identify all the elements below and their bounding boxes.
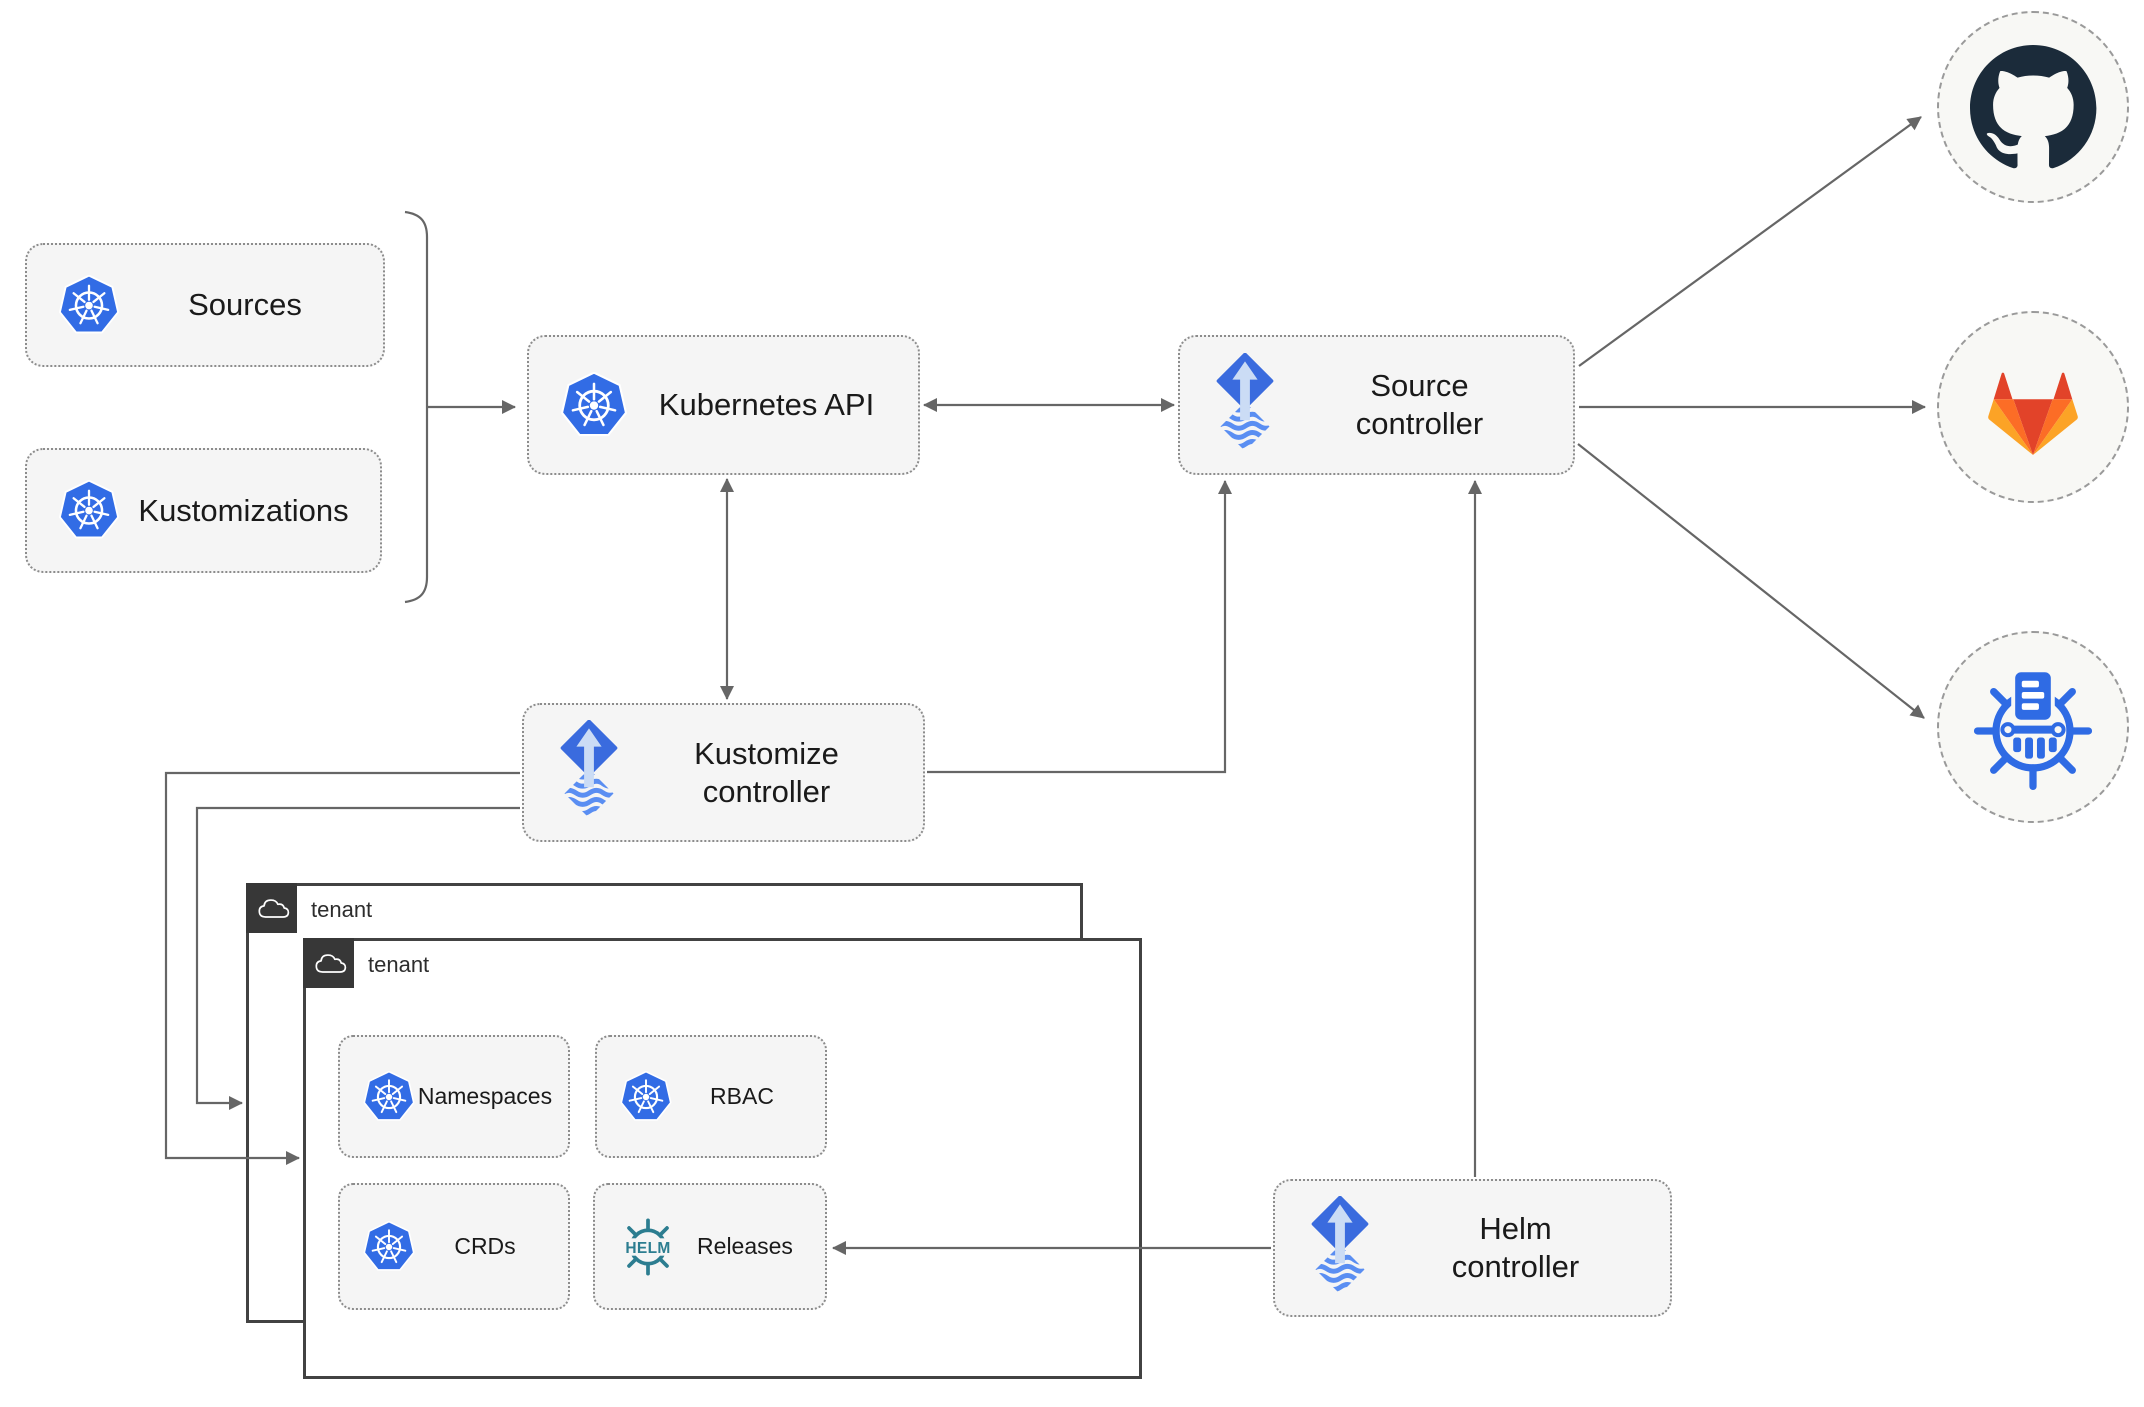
edge-bracket [404, 210, 429, 604]
node-namespaces: Namespaces [338, 1035, 570, 1158]
node-label: Kustomizations [138, 492, 349, 528]
node-label: Releases [697, 1233, 793, 1260]
node-rbac: RBAC [595, 1035, 827, 1158]
node-label: CRDs [454, 1233, 516, 1260]
node-kustomizations: Kustomizations [25, 448, 382, 573]
kubernetes-icon [58, 480, 120, 539]
external-helm-repository [1937, 631, 2129, 823]
tenant-label: tenant [368, 951, 430, 977]
node-helm-controller: Helm controller [1273, 1179, 1672, 1317]
edge-sourcectrl-github [1578, 116, 1922, 367]
node-label: Source controller [1355, 368, 1484, 441]
node-source-controller: Source controller [1178, 335, 1575, 475]
helm-icon [617, 1217, 679, 1276]
kubernetes-icon [363, 1070, 415, 1121]
node-label: Namespaces [417, 1083, 553, 1110]
cloud-icon [314, 954, 346, 973]
node-label: Sources [188, 287, 302, 323]
tenant-label: tenant [311, 896, 373, 922]
chartmuseum-icon [1967, 661, 2099, 793]
cloud-icon [257, 899, 289, 918]
github-icon [1969, 45, 2096, 169]
kubernetes-icon [363, 1220, 415, 1271]
node-sources: Sources [25, 243, 385, 367]
gitlab-icon [1988, 372, 2078, 455]
tenant-header [246, 883, 297, 933]
edge-kustomizectrl-sourcectrl [927, 480, 1232, 774]
flux-icon [1210, 353, 1280, 458]
node-label: Kubernetes API [658, 387, 875, 423]
external-github [1937, 11, 2129, 203]
node-label: Kustomize controller [694, 735, 839, 809]
node-crds: CRDs [338, 1183, 570, 1310]
node-releases: Releases [593, 1183, 827, 1310]
node-kubernetes-api: Kubernetes API [527, 335, 920, 475]
flux-icon [554, 720, 624, 825]
node-label: Helm controller [1451, 1211, 1580, 1284]
kubernetes-icon [620, 1070, 672, 1121]
kubernetes-icon [58, 274, 120, 334]
tenant-header [303, 938, 354, 988]
tenant-group-front: tenant [303, 938, 1142, 1379]
node-kustomize-controller: Kustomize controller [522, 703, 925, 842]
flux-icon [1305, 1196, 1375, 1301]
node-label: RBAC [710, 1083, 774, 1110]
kubernetes-icon [560, 371, 628, 436]
external-gitlab [1937, 311, 2129, 503]
edge-sourcectrl-helmrepo [1577, 443, 1925, 719]
